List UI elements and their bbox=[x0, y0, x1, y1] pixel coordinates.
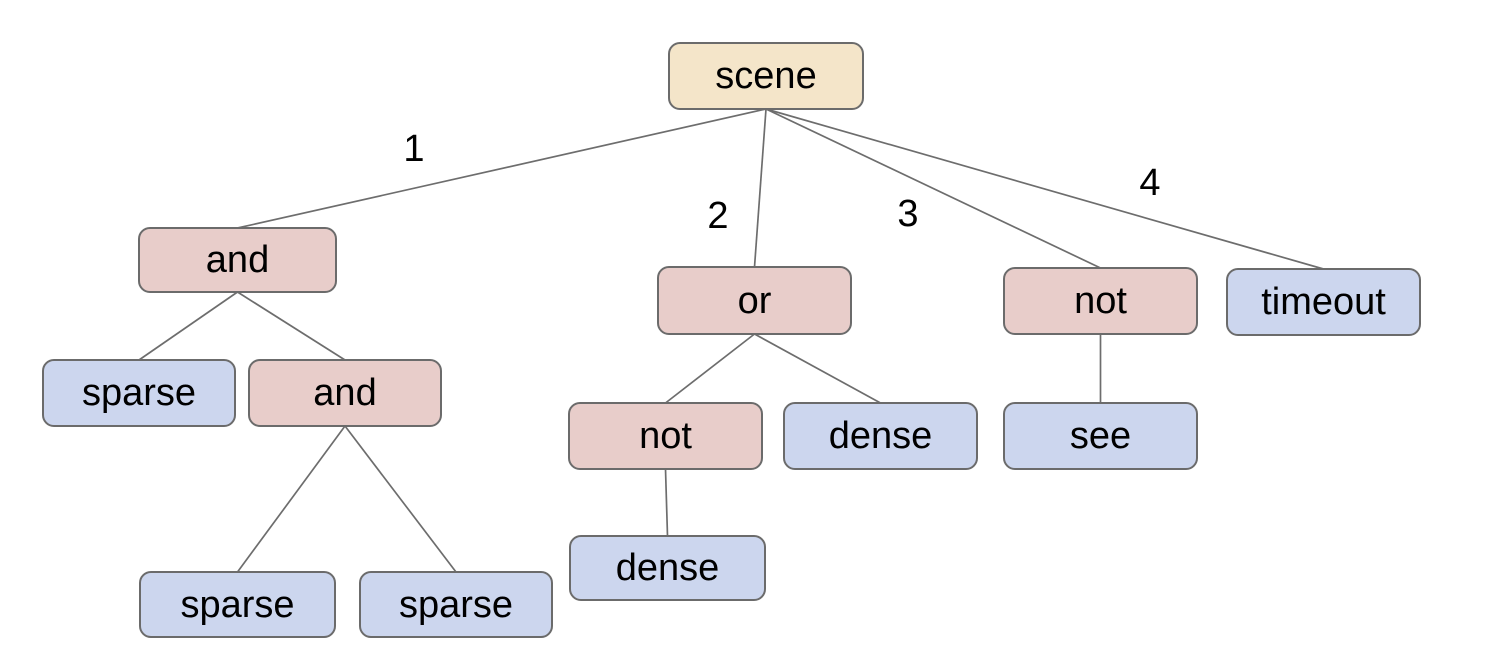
node-label: scene bbox=[715, 55, 817, 97]
node-label: not bbox=[639, 415, 692, 457]
node-label: timeout bbox=[1261, 281, 1386, 323]
node-label: dense bbox=[828, 415, 933, 457]
tree-edge-and-1-and-2 bbox=[237, 291, 346, 361]
node-sparse-3: sparse bbox=[359, 571, 553, 638]
node-sparse-2: sparse bbox=[139, 571, 336, 638]
tree-edge-scene-and-1 bbox=[237, 108, 767, 229]
node-and-1: and bbox=[138, 227, 337, 293]
node-scene: scene bbox=[668, 42, 864, 110]
node-label: dense bbox=[615, 547, 720, 589]
tree-edge-and-2-sparse-2 bbox=[236, 425, 346, 573]
edge-label-3: 3 bbox=[897, 193, 919, 235]
tree-edge-and-1-sparse-1 bbox=[138, 291, 238, 361]
node-not-1: not bbox=[1003, 267, 1198, 335]
tree-edge-not-2-dense-2 bbox=[664, 468, 669, 537]
edge-label-4: 4 bbox=[1139, 162, 1161, 204]
tree-edge-and-2-sparse-3 bbox=[344, 425, 457, 573]
node-label: sparse bbox=[180, 583, 295, 626]
edge-label-1: 1 bbox=[403, 128, 425, 170]
node-not-2: not bbox=[568, 402, 763, 470]
node-label: see bbox=[1069, 415, 1132, 457]
tree-edge-or-1-not-2 bbox=[664, 333, 756, 404]
node-dense-1: dense bbox=[783, 402, 978, 470]
tree-edge-scene-not-1 bbox=[765, 108, 1101, 269]
node-dense-2: dense bbox=[569, 535, 766, 601]
node-see: see bbox=[1003, 402, 1198, 470]
node-timeout: timeout bbox=[1226, 268, 1421, 336]
node-label: sparse bbox=[398, 583, 514, 626]
node-label: sparse bbox=[81, 372, 197, 414]
node-or-1: or bbox=[657, 266, 852, 335]
node-label: and bbox=[205, 239, 270, 281]
node-label: and bbox=[313, 372, 377, 414]
edge-label-2: 2 bbox=[707, 195, 729, 237]
tree-edge-or-1-dense-1 bbox=[754, 333, 881, 404]
node-label: not bbox=[1074, 280, 1127, 322]
node-sparse-1: sparse bbox=[42, 359, 236, 427]
tree-edge-scene-timeout-1 bbox=[765, 108, 1324, 270]
node-label: or bbox=[737, 279, 772, 322]
node-and-2: and bbox=[248, 359, 442, 427]
tree-edge-scene-or-1 bbox=[753, 108, 767, 268]
